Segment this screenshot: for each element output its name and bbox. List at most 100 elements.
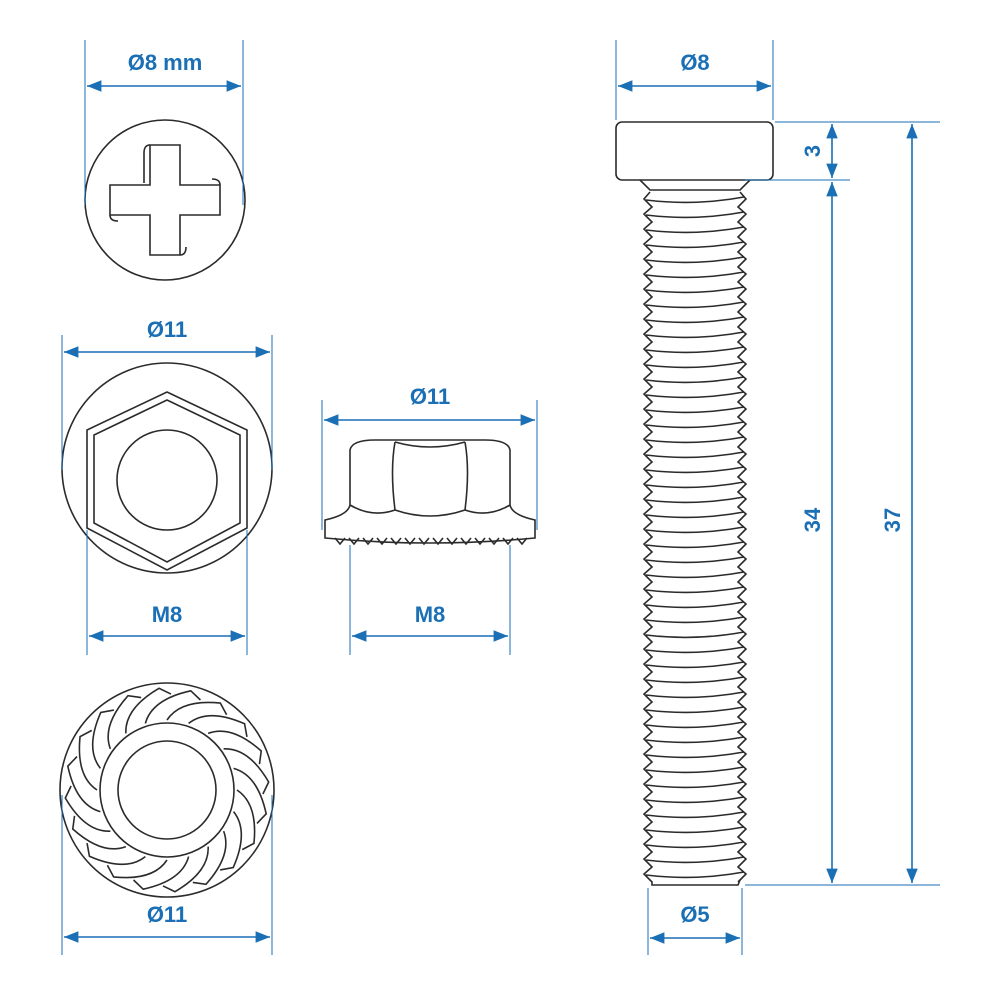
thread-crest [645,226,745,234]
thread-crest [645,676,745,684]
thread-crest [645,376,745,384]
thread-crest [645,661,745,669]
serration-tooth [348,537,360,546]
nut-side-view: Ø11 M8 [321,384,538,655]
thread-crest [645,631,745,639]
thread-left-edge [642,191,741,886]
thread-crest [645,391,745,399]
thread-crest [645,331,745,339]
thread-crest [645,706,745,714]
thread-crest [645,736,745,744]
nut-top-flange-label: Ø11 [147,317,187,342]
thread-crest [645,646,745,654]
serration-tooth [223,748,270,795]
serration-tooth [432,537,444,546]
thread-crest [645,481,745,489]
serration-tooth [334,537,346,546]
thread-crest [645,751,745,759]
nut-side-thread-label: M8 [415,602,446,627]
thread-crest [645,556,745,564]
screw-head-top-view: Ø8 mm [84,40,246,281]
thread-crest [645,301,745,309]
thread-crest [645,211,745,219]
serration-tooth [446,537,458,546]
serration-tooth [390,537,402,546]
serration-tooth [78,729,98,791]
total-length-label: 37 [880,508,905,532]
shank-diameter-label: Ø5 [680,902,709,927]
nut-top-thread-label: M8 [152,602,183,627]
serration-tooth [233,767,268,824]
nut-top-view: Ø11 M8 [61,317,273,655]
thread-crest [645,811,745,819]
serration-tooth [236,789,256,851]
head-diameter-label: Ø8 mm [128,50,203,75]
thread-crest [645,616,745,624]
serration-tooth [86,842,146,866]
serration-tooth [133,856,190,891]
thread-crest [645,586,745,594]
serration-tooth [516,537,528,546]
thread-crest [645,856,745,864]
head-height-label: 3 [800,145,825,157]
thread-crest [645,541,745,549]
thread-crest [645,781,745,789]
serration-tooth [418,537,430,546]
thread-crest [645,406,745,414]
serration-tooth [162,846,209,893]
serration-tooth [188,714,248,738]
serration-tooth [91,709,115,769]
thread-crest [645,361,745,369]
nut-bottom-flange-label: Ø11 [147,902,187,927]
thread-crest [645,346,745,354]
serration-tooth [474,537,486,546]
thread-crest [645,241,745,249]
serration-tooth [71,815,127,850]
bolt-head-diameter-label: Ø8 [680,50,709,75]
thread-crest [645,466,745,474]
nut-side-flange-label: Ø11 [410,384,450,409]
thread-crest [645,601,745,609]
thread-crest [645,526,745,534]
thread-crest [645,826,745,834]
bolt-thread [642,191,748,886]
thread-crest [645,496,745,504]
thread-crest [645,451,745,459]
thread-crest [645,841,745,849]
thread-crest [645,766,745,774]
thread-crest [645,796,745,804]
serration-tooth [144,689,201,724]
thread-crest [645,691,745,699]
serration-teeth [64,687,270,893]
nut-bottom-view: Ø11 [59,682,275,955]
serration-tooth [502,537,514,546]
thread-crest [645,871,745,879]
thread-crest [645,286,745,294]
serration-tooth [362,537,374,546]
thread-crest [645,256,745,264]
thread-length-label: 34 [800,507,825,532]
serration-tooth [219,811,243,871]
bolt-side-view: Ø8 3 34 37 Ø5 [615,40,940,955]
thread-right-edge [736,191,748,883]
serration-tooth [66,756,101,813]
serration-tooth [107,694,142,750]
serration-tooth [125,687,172,734]
serration-tooth [166,701,228,721]
thread-crest [645,271,745,279]
thread-crest [645,721,745,729]
thread-crest [645,511,745,519]
thread-crest [645,196,745,204]
serration-tooth [404,537,416,546]
serration-tooth [488,537,500,546]
serration-tooth [106,859,168,879]
serration-tooth [376,537,388,546]
thread-crest [645,421,745,429]
serration-tooth [460,537,472,546]
phillips-cross-icon [109,144,221,256]
serration-tooth [192,830,227,886]
thread-crest [645,316,745,324]
serration-tooth [64,785,111,832]
